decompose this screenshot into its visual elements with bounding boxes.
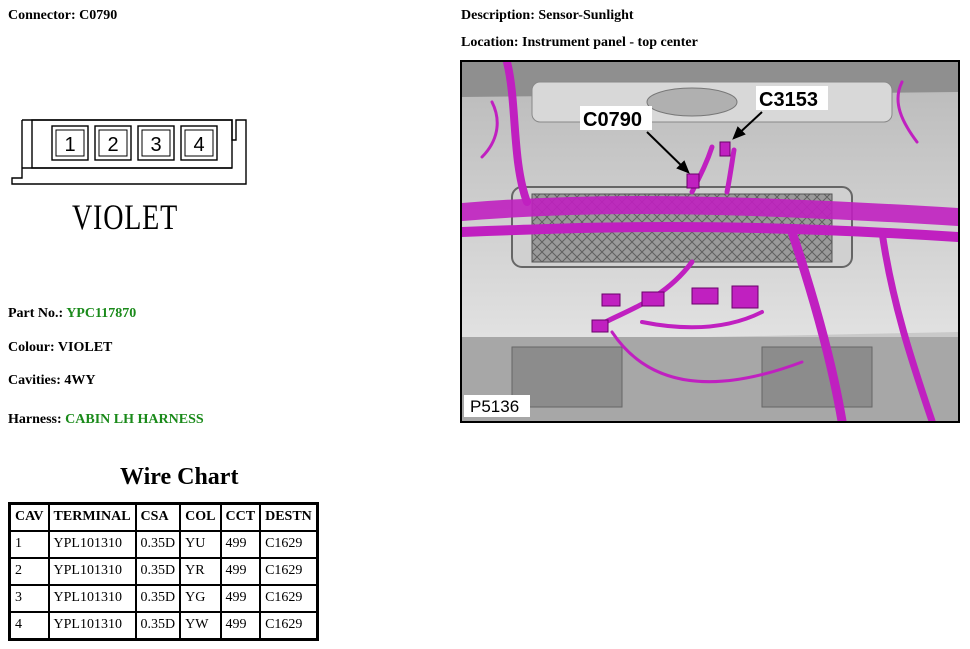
instrument-panel-illustration: C0790 C3153 P5136 — [462, 62, 958, 421]
cell-terminal: YPL101310 — [47, 611, 137, 641]
harness-label: Harness: — [8, 412, 66, 427]
cell-destn[interactable]: C1629 — [259, 530, 319, 559]
cell-cct: 499 — [219, 530, 262, 559]
connector-cavity — [94, 125, 132, 161]
wire-chart-title: Wire Chart — [120, 464, 239, 490]
cell-cav: 2 — [8, 557, 50, 586]
callout-label: C0790 — [583, 109, 642, 131]
cell-destn[interactable]: C1629 — [259, 611, 319, 641]
cell-col: YU — [179, 530, 222, 559]
cell-destn[interactable]: C1629 — [259, 584, 319, 613]
harness-line: Harness: CABIN LH HARNESS — [8, 412, 204, 428]
cell-cct: 499 — [219, 611, 262, 641]
description-line: Description: Sensor-Sunlight — [461, 8, 634, 23]
connector-color-label: VIOLET — [72, 197, 179, 237]
connector-cavity-inner — [141, 129, 171, 157]
cell-cct: 499 — [219, 557, 262, 586]
header-csa: CSA — [134, 502, 182, 532]
cell-terminal: YPL101310 — [47, 530, 137, 559]
cavity-number-label: 1 — [64, 134, 75, 156]
figure-id-label: P5136 — [470, 397, 519, 416]
cell-csa: 0.35D — [134, 611, 182, 641]
cell-col: YR — [179, 557, 222, 586]
connector-cavity — [180, 125, 218, 161]
header-cct: CCT — [219, 502, 262, 532]
header-destn: DESTN — [259, 502, 319, 532]
header-col: COL — [179, 502, 222, 532]
callout-label: C3153 — [759, 89, 818, 111]
table-row: 1 YPL101310 0.35D YU 499 C1629 — [8, 530, 319, 559]
connector-cavity-inner — [55, 129, 85, 157]
connector-id-label: Connector: C0790 — [8, 8, 118, 23]
connector-cavity — [137, 125, 175, 161]
wire-chart-header-row: CAV TERMINAL CSA COL CCT DESTN — [8, 502, 319, 532]
wire-chart-table: CAV TERMINAL CSA COL CCT DESTN 1 YPL1013… — [8, 502, 319, 641]
cell-csa: 0.35D — [134, 584, 182, 613]
cell-destn[interactable]: C1629 — [259, 557, 319, 586]
connector-cavity-inner — [98, 129, 128, 157]
cell-csa: 0.35D — [134, 557, 182, 586]
header-cav: CAV — [8, 502, 50, 532]
cavity-number-label: 4 — [193, 134, 204, 156]
connector-cavity — [51, 125, 89, 161]
part-number-label: Part No.: — [8, 306, 67, 321]
cell-terminal: YPL101310 — [47, 584, 137, 613]
cavity-number-label: 3 — [150, 134, 161, 156]
table-row: 4 YPL101310 0.35D YW 499 C1629 — [8, 611, 319, 641]
cell-cav: 4 — [8, 611, 50, 641]
harness-link[interactable]: CABIN LH HARNESS — [65, 412, 204, 427]
cell-terminal: YPL101310 — [47, 557, 137, 586]
part-number-link[interactable]: YPC117870 — [66, 306, 137, 321]
colour-line: Colour: VIOLET — [8, 340, 113, 355]
location-line: Location: Instrument panel - top center — [461, 35, 698, 50]
table-row: 3 YPL101310 0.35D YG 499 C1629 — [8, 584, 319, 613]
cell-csa: 0.35D — [134, 530, 182, 559]
table-row: 2 YPL101310 0.35D YR 499 C1629 — [8, 557, 319, 586]
cell-col: YW — [179, 611, 222, 641]
location-photo: C0790 C3153 P5136 — [460, 60, 960, 423]
cavities-line: Cavities: 4WY — [8, 373, 96, 388]
header-terminal: TERMINAL — [47, 502, 137, 532]
part-number-line: Part No.: YPC117870 — [8, 306, 136, 322]
cavity-number-label: 2 — [107, 134, 118, 156]
connector-face-drawing: 1 2 3 4 — [11, 119, 247, 185]
cell-cav: 3 — [8, 584, 50, 613]
cell-cct: 499 — [219, 584, 262, 613]
cell-col: YG — [179, 584, 222, 613]
cell-cav: 1 — [8, 530, 50, 559]
connector-cavity-inner — [184, 129, 214, 157]
